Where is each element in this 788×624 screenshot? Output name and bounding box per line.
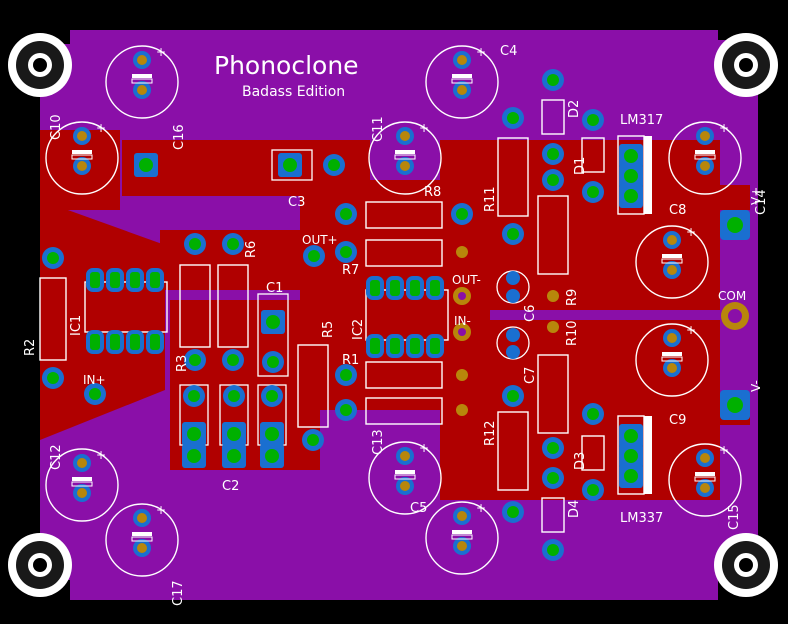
- ic1-package: [84, 268, 168, 354]
- label-r9: R9: [565, 289, 580, 306]
- resistor-r12: [497, 385, 529, 523]
- label-r5: R5: [321, 321, 336, 338]
- diode-d1: [581, 109, 605, 203]
- label-c13: C13: [371, 429, 386, 455]
- label-r12: R12: [483, 420, 498, 446]
- label-r11: R11: [483, 186, 498, 212]
- cap-c3: [134, 149, 345, 181]
- mounting-hole-br: [714, 533, 778, 597]
- resistor-r5: [297, 344, 329, 451]
- pad-v-plus: [720, 210, 750, 240]
- pad-out-plus: [303, 245, 325, 267]
- reg-lm337: [617, 415, 652, 495]
- label-c9: C9: [669, 413, 686, 428]
- label-c2: C2: [222, 479, 239, 494]
- ic2-package: [365, 276, 449, 358]
- label-c4: C4: [500, 44, 517, 59]
- label-c16: C16: [172, 124, 187, 150]
- label-c17: C17: [171, 580, 186, 606]
- label-c12: C12: [49, 444, 64, 470]
- label-c15: C15: [727, 504, 742, 530]
- label-d4: D4: [567, 500, 582, 518]
- label-out-plus: OUT+: [302, 233, 338, 247]
- label-r3: R3: [175, 355, 190, 372]
- label-out-minus: OUT-: [452, 273, 481, 287]
- label-r2: R2: [23, 339, 38, 356]
- resistor-r5x: [335, 397, 468, 425]
- label-c6: C6: [523, 305, 538, 322]
- pad-in-minus: [453, 323, 471, 341]
- resistor-r6: [217, 233, 249, 371]
- diode-d2: [541, 69, 565, 165]
- resistor-r3: [179, 233, 211, 371]
- resistor-r7: [335, 239, 468, 267]
- label-d3: D3: [573, 452, 588, 470]
- label-com: COM: [718, 289, 746, 303]
- mounting-hole-tr: [714, 33, 778, 97]
- label-r8: R8: [424, 185, 441, 200]
- label-in-plus: IN+: [83, 373, 106, 387]
- board-title: Phonoclone: [214, 51, 359, 80]
- label-c3: C3: [288, 195, 305, 210]
- resistor-r10: [537, 321, 569, 459]
- label-c11: C11: [371, 116, 386, 142]
- board-subtitle: Badass Edition: [242, 84, 345, 100]
- label-c10: C10: [49, 114, 64, 140]
- label-ic2: IC2: [351, 319, 366, 340]
- label-r7: R7: [342, 263, 359, 278]
- label-c5: C5: [410, 501, 427, 516]
- resistor-r1: [335, 361, 468, 389]
- mounting-hole-tl: [8, 33, 72, 97]
- label-c7: C7: [523, 367, 538, 384]
- label-lm337: LM337: [620, 511, 663, 526]
- pad-out-minus: [453, 287, 471, 305]
- resistor-r8: [335, 201, 473, 229]
- label-c8: C8: [669, 203, 686, 218]
- reg-lm317: [617, 135, 652, 215]
- resistor-r11: [497, 107, 529, 245]
- resistor-r9: [537, 169, 569, 302]
- diode-d3: [581, 403, 605, 501]
- label-r6: R6: [244, 241, 259, 258]
- pad-v-minus: [720, 390, 750, 420]
- resistor-r2: [39, 247, 67, 389]
- diode-d4: [541, 467, 565, 561]
- label-c14: C14: [754, 189, 769, 215]
- label-ic1: IC1: [69, 315, 84, 336]
- label-v-plus: V+: [749, 187, 763, 205]
- label-d2: D2: [567, 100, 582, 118]
- label-v-minus: V-: [749, 380, 763, 392]
- cap-c6: [496, 270, 530, 304]
- label-d1: D1: [573, 157, 588, 175]
- cap-c1: [257, 293, 289, 377]
- cap-c7: [496, 326, 530, 360]
- label-r1: R1: [342, 353, 359, 368]
- label-lm317: LM317: [620, 113, 663, 128]
- label-r10: R10: [565, 320, 580, 346]
- cap-c2-bank: [179, 384, 287, 468]
- label-c1: C1: [266, 281, 283, 296]
- mounting-hole-bl: [8, 533, 72, 597]
- pad-com: [721, 302, 749, 330]
- label-in-minus: IN-: [454, 314, 471, 328]
